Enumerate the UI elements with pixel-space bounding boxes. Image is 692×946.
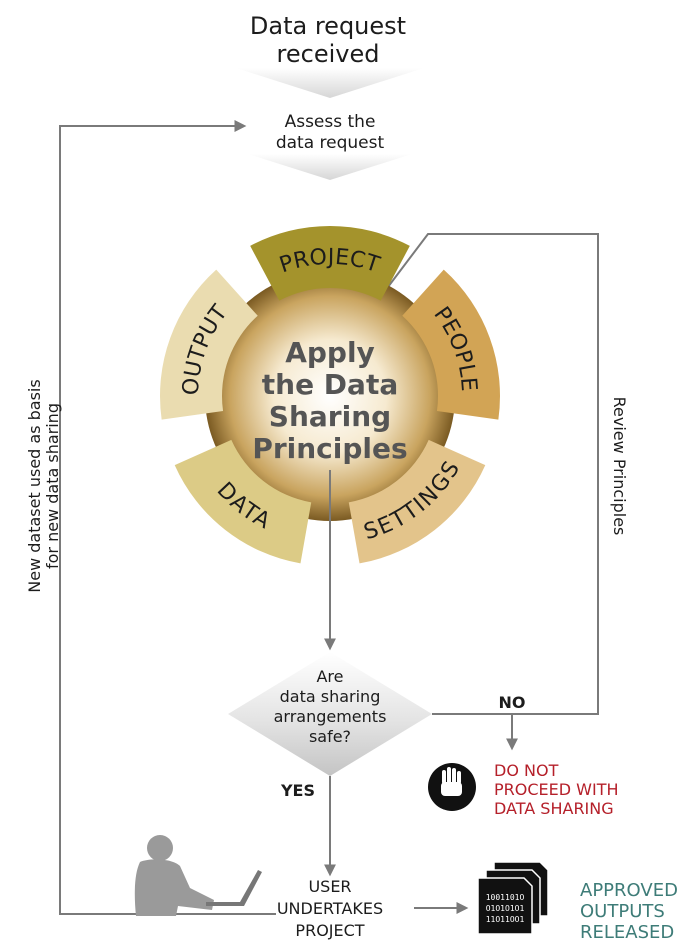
segment-project: PROJECT (250, 226, 410, 301)
user-line-2: UNDERTAKES (277, 899, 383, 918)
segment-people: PEOPLE (402, 269, 501, 420)
user-line-3: PROJECT (295, 921, 364, 940)
binary-line-3: 11O11OO1 (486, 915, 525, 924)
decision-diamond (228, 652, 432, 776)
assess-line-1: Assess the (285, 112, 376, 132)
review-label: Review Principles (610, 397, 629, 536)
approved-line-1: APPROVED (580, 880, 678, 901)
center-line-1: Apply (285, 336, 375, 369)
yes-label: YES (280, 781, 315, 800)
start-chevron-icon (236, 68, 424, 98)
center-line-3: Sharing (269, 400, 391, 433)
stop-line-2: PROCEED WITH (494, 780, 619, 799)
approved-line-3: RELEASED (580, 922, 674, 943)
wheel-center-glow (205, 271, 455, 521)
binary-line-2: O1O1O1O1 (486, 904, 525, 913)
approved-line-2: OUTPUTS (580, 901, 665, 922)
binary-documents-icon: 1001101O O1O1O1O1 11O11OO1 (477, 861, 549, 935)
title-line-1: Data request (250, 12, 406, 40)
stop-line-3: DATA SHARING (494, 799, 614, 818)
loop-label-line-1: New dataset used as basis (25, 379, 44, 592)
principles-wheel: PROJECT PEOPLE SETTINGS DATA OUTPUT Appl… (160, 226, 501, 564)
binary-line-1: 1001101O (486, 893, 525, 902)
loop-label-line-2: for new data sharing (43, 403, 62, 569)
stop-line-1: DO NOT (494, 761, 559, 780)
decision-line-3: arrangements (274, 707, 387, 726)
decision-line-2: data sharing (280, 687, 381, 706)
user-at-laptop-icon (134, 835, 262, 916)
user-line-1: USER (308, 877, 351, 896)
title-line-2: received (277, 40, 380, 68)
decision-line-1: Are (316, 667, 343, 686)
center-line-4: Principles (252, 432, 407, 465)
decision-line-4: safe? (309, 727, 351, 746)
no-label: NO (499, 693, 526, 712)
assess-chevron-icon (248, 154, 412, 180)
center-line-2: the Data (262, 368, 398, 401)
segment-data: DATA (174, 439, 312, 564)
review-loop-arrow (364, 233, 599, 715)
stop-hand-icon (428, 763, 476, 811)
assess-line-2: data request (276, 133, 385, 153)
